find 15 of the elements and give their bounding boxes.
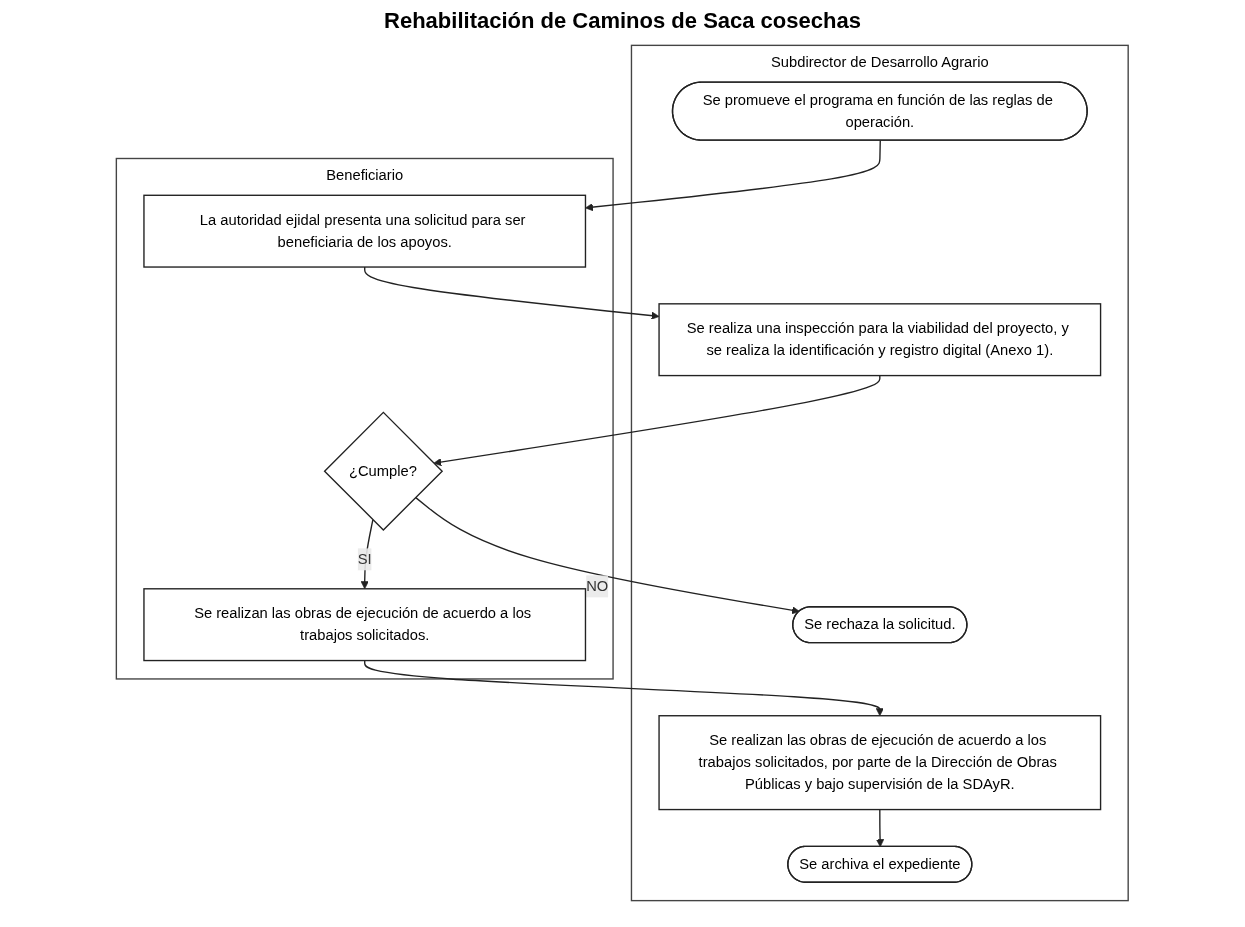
- node-box: Se realiza una inspección para la viabilidad del proyecto, y se realiza la identificación y registro digital (Anexo 1).: [658, 303, 1102, 377]
- arrow: [364, 659, 885, 717]
- node-box: Se realizan las obras de ejecución de acuerdo a los trabajos solicitados.: [143, 588, 587, 662]
- arrow: [415, 496, 801, 615]
- arrow: [585, 139, 882, 212]
- diagram-title: Rehabilitación de Caminos de Saca cosechas: [383, 8, 862, 34]
- arrow: [876, 808, 885, 848]
- arrow: [433, 374, 881, 467]
- edge-label: SI: [357, 551, 372, 567]
- edge-label: NO: [586, 578, 609, 594]
- arrow: [360, 519, 374, 590]
- node-box: Se realizan las obras de ejecución de acuerdo a los trabajos solicitados, por parte de la Dirección de Obras Públicas y bajo supervisión de la SDAyR.: [658, 715, 1102, 811]
- arrow: [364, 266, 660, 320]
- node-box: La autoridad ejidal presenta una solicitud para ser beneficiaria de los apoyos.: [143, 194, 587, 268]
- node-diamond: ¿Cumple?: [323, 411, 444, 531]
